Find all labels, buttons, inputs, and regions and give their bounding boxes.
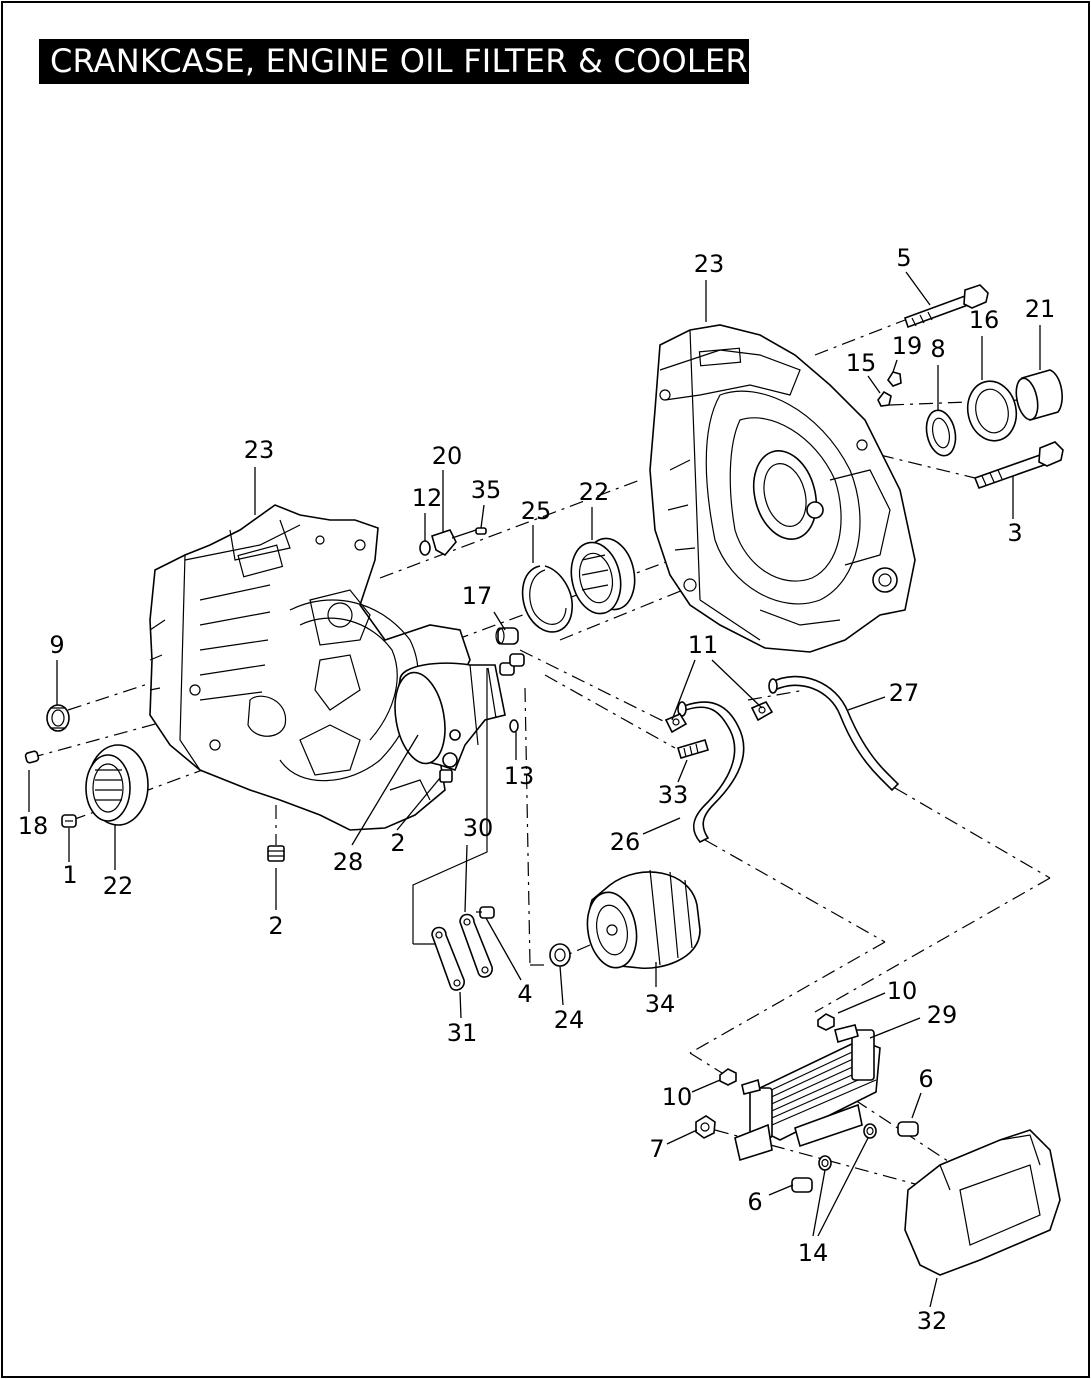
callout-35: 35 <box>471 476 502 504</box>
plug-19 <box>887 371 902 387</box>
grommet-7 <box>695 1115 716 1139</box>
callout-4: 4 <box>517 980 532 1008</box>
callout-22-top: 22 <box>579 478 610 506</box>
callout-3: 3 <box>1007 519 1022 547</box>
callout-20: 20 <box>432 442 463 470</box>
callout-23-right: 23 <box>694 250 725 278</box>
title-bar <box>39 39 749 84</box>
callout-6-left: 6 <box>747 1188 762 1216</box>
o-ring-12 <box>419 540 431 556</box>
washer-14-b <box>863 1123 877 1139</box>
seal-16 <box>966 380 1018 442</box>
callout-16: 16 <box>969 306 1000 334</box>
dowel-pin-18 <box>24 750 40 764</box>
callout-32: 32 <box>917 1307 948 1335</box>
callout-18: 18 <box>18 812 49 840</box>
cooler-cover-32 <box>904 1129 1061 1276</box>
callout-10-left: 10 <box>662 1083 693 1111</box>
right-crankcase-half <box>649 324 916 653</box>
callout-26: 26 <box>610 828 641 856</box>
page-title: CRANKCASE, ENGINE OIL FILTER & COOLER <box>50 42 748 80</box>
callout-11: 11 <box>688 631 719 659</box>
callout-12: 12 <box>412 484 443 512</box>
callout-7: 7 <box>649 1135 664 1163</box>
bearing-9 <box>46 704 70 732</box>
callout-2-low: 2 <box>268 912 283 940</box>
sleeve-17 <box>495 627 519 645</box>
screw-35 <box>475 527 487 535</box>
leader-lines <box>28 271 1041 1308</box>
hose-26 <box>677 701 745 843</box>
callout-15: 15 <box>846 349 877 377</box>
left-crankcase-half <box>149 504 471 831</box>
callout-2-mid: 2 <box>390 829 405 857</box>
nut-10-top <box>817 1013 835 1031</box>
callout-29: 29 <box>927 1001 958 1029</box>
plate-31 <box>431 926 465 991</box>
oil-filter-34 <box>586 869 701 970</box>
callout-5: 5 <box>896 244 911 272</box>
callout-14: 14 <box>798 1239 829 1267</box>
screw-6-right <box>897 1121 919 1137</box>
callout-1: 1 <box>62 861 77 889</box>
callout-34: 34 <box>645 990 676 1018</box>
screw-1 <box>61 814 77 828</box>
callout-30: 30 <box>463 814 494 842</box>
screw-6-left <box>791 1177 813 1193</box>
plug-15 <box>877 390 892 407</box>
retaining-ring-25 <box>521 565 573 633</box>
seal-8 <box>925 409 957 457</box>
bearing-22-top <box>570 537 636 615</box>
callout-17: 17 <box>462 582 493 610</box>
callout-8: 8 <box>930 335 945 363</box>
nipple-24 <box>549 943 571 967</box>
plug-13 <box>509 719 519 733</box>
callout-19: 19 <box>892 332 923 360</box>
sleeve-21 <box>1015 369 1063 422</box>
callout-numbers: 23 23 5 21 16 19 8 15 3 20 12 35 25 22 1… <box>18 244 1056 1335</box>
callout-23-left: 23 <box>244 436 275 464</box>
clamp-11-a <box>664 712 688 734</box>
oil-cooler-29 <box>734 1024 881 1162</box>
bolt-5 <box>903 284 989 329</box>
plate-30 <box>459 913 493 978</box>
callout-6-right: 6 <box>918 1065 933 1093</box>
callout-33: 33 <box>658 781 689 809</box>
callout-22-bottom: 22 <box>103 872 134 900</box>
hose-27 <box>768 675 900 792</box>
fitting-33 <box>677 739 709 759</box>
callout-31: 31 <box>447 1019 478 1047</box>
callout-27: 27 <box>889 679 920 707</box>
callout-24: 24 <box>554 1006 585 1034</box>
plug-2-bottom <box>267 845 285 862</box>
callout-13: 13 <box>504 762 535 790</box>
bearing-22-left <box>85 744 149 826</box>
assembly-center-lines <box>29 319 1051 1216</box>
plug-2-mid <box>439 769 453 783</box>
callout-10-top: 10 <box>887 977 918 1005</box>
screw-4 <box>476 906 495 919</box>
bolt-3 <box>973 441 1064 490</box>
callout-21: 21 <box>1025 295 1056 323</box>
washer-14-a <box>818 1155 832 1171</box>
callout-25: 25 <box>521 497 552 525</box>
callout-9: 9 <box>49 631 64 659</box>
clamp-11-b <box>750 700 774 722</box>
callout-28: 28 <box>333 848 364 876</box>
nut-10-left <box>719 1068 737 1086</box>
sensor-20 <box>431 529 477 557</box>
oil-filter-mount <box>394 653 525 771</box>
